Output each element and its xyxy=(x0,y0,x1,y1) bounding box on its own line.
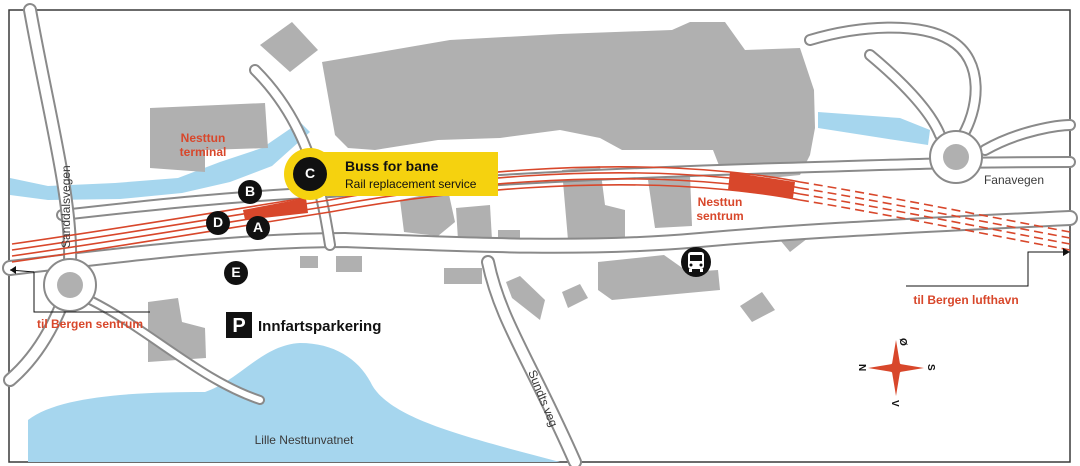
platform-nesttun-terminal xyxy=(243,198,308,220)
svg-text:B: B xyxy=(245,183,255,199)
svg-text:N: N xyxy=(856,364,867,371)
label-fanavegen: Fanavegen xyxy=(984,173,1044,187)
label-nesttun-sentrum-1: Nesttun xyxy=(698,195,743,209)
arrow-left-icon xyxy=(9,266,150,313)
label-til-bergen-sentrum: til Bergen sentrum xyxy=(37,317,143,331)
parking-label: Innfartsparkering xyxy=(258,318,381,335)
roads xyxy=(2,3,1078,466)
stop-b[interactable]: B xyxy=(238,180,262,204)
lake-lille-nesttunvatnet xyxy=(28,343,560,462)
stop-e[interactable]: E xyxy=(224,261,248,285)
compass-icon: Ø V N S xyxy=(856,338,936,407)
label-til-bergen-lufthavn: til Bergen lufthavn xyxy=(913,293,1018,307)
label-lille-nesttunvatnet: Lille Nesttunvatnet xyxy=(255,433,354,447)
svg-text:V: V xyxy=(889,400,900,407)
label-nesttun-sentrum-2: sentrum xyxy=(696,209,743,223)
parking[interactable]: P Innfartsparkering xyxy=(226,312,381,338)
parking-icon xyxy=(226,312,252,338)
arrow-right-icon xyxy=(906,248,1070,287)
callout-buss-for-bane[interactable]: C Buss for bane Rail replacement service xyxy=(284,148,498,200)
stop-c-label: C xyxy=(305,165,315,181)
river-east xyxy=(818,112,930,145)
svg-text:E: E xyxy=(231,264,240,280)
callout-subtitle: Rail replacement service xyxy=(345,177,477,191)
label-nesttun-terminal-2: terminal xyxy=(180,145,227,159)
stop-c-marker xyxy=(293,157,327,191)
water xyxy=(10,112,930,462)
svg-text:S: S xyxy=(925,364,936,371)
svg-text:Ø: Ø xyxy=(897,338,908,346)
label-nesttun-terminal-1: Nesttun xyxy=(181,131,226,145)
platform-nesttun-sentrum xyxy=(728,172,795,198)
svg-text:P: P xyxy=(232,315,245,337)
bus-icon[interactable] xyxy=(681,247,711,277)
svg-text:A: A xyxy=(253,219,263,235)
label-sanddalsvegen: Sanddalsvegen xyxy=(59,165,73,248)
stop-a[interactable]: A xyxy=(246,216,270,240)
river-west xyxy=(10,122,310,200)
buildings xyxy=(148,22,815,362)
svg-text:D: D xyxy=(213,214,223,230)
stop-d[interactable]: D xyxy=(206,211,230,235)
callout-title: Buss for bane xyxy=(345,158,439,174)
